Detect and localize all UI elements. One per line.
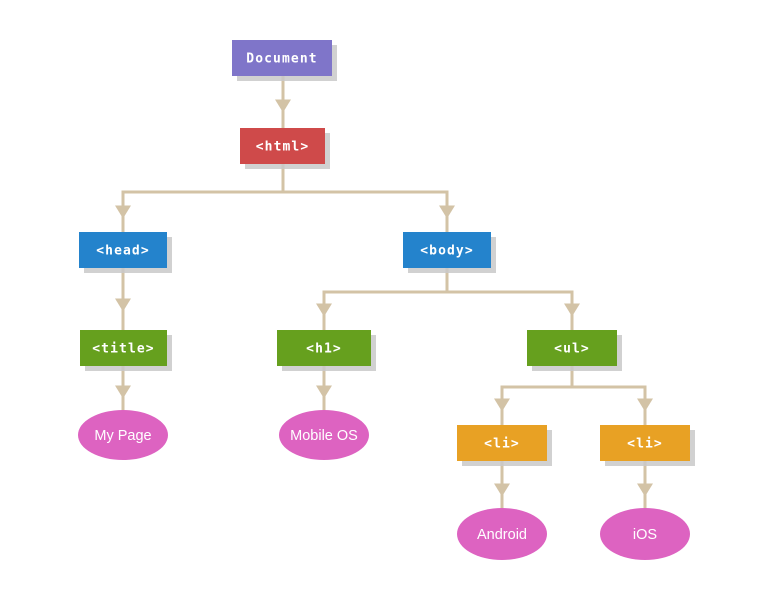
node-ul-rect[interactable] (527, 330, 617, 366)
edge-title-mypage-arrowhead (115, 385, 131, 399)
edge-html-head (115, 164, 285, 232)
node-body-rect[interactable] (403, 232, 491, 268)
edges-layer (115, 76, 653, 510)
node-ul[interactable]: <ul> (527, 330, 622, 371)
edge-document-html-arrowhead (275, 99, 291, 113)
node-text-android-ellipse[interactable] (457, 508, 547, 560)
node-text-my-page-label: My Page (94, 428, 151, 444)
edge-ul-li1-arrowhead (494, 398, 510, 412)
edge-body-h1 (316, 268, 449, 330)
node-text-ios-label: iOS (633, 527, 657, 543)
edge-li2-ios-arrowhead (637, 483, 653, 497)
edge-body-h1-arrowhead (316, 303, 332, 317)
node-document-rect[interactable] (232, 40, 332, 76)
node-li1-label: <li> (484, 437, 520, 452)
node-text-my-page[interactable]: My Page (78, 410, 168, 460)
edge-head-title (115, 268, 131, 330)
edge-li1-android-arrowhead (494, 483, 510, 497)
node-head-label: <head> (96, 244, 150, 259)
node-title-rect[interactable] (80, 330, 167, 366)
node-head-rect[interactable] (79, 232, 167, 268)
node-title-label: <title> (92, 342, 155, 357)
node-title[interactable]: <title> (80, 330, 172, 371)
edge-ul-li1 (494, 366, 574, 425)
node-text-mobile-os[interactable]: Mobile OS (279, 410, 369, 460)
node-body[interactable]: <body> (403, 232, 496, 273)
nodes-layer: Document <html> <head> <body> <title> <h1> <ul… (78, 40, 695, 560)
node-text-ios[interactable]: iOS (600, 508, 690, 560)
node-ul-label: <ul> (554, 342, 590, 357)
node-text-android[interactable]: Android (457, 508, 547, 560)
edge-li2-ios (637, 461, 653, 510)
edge-h1-mobileos (316, 366, 332, 412)
node-document-label: Document (246, 52, 317, 67)
edge-ul-li2-arrowhead (637, 398, 653, 412)
node-li2-rect[interactable] (600, 425, 690, 461)
edge-title-mypage (115, 366, 131, 412)
node-h1[interactable]: <h1> (277, 330, 376, 371)
node-h1-rect[interactable] (277, 330, 371, 366)
node-text-my-page-ellipse[interactable] (78, 410, 168, 460)
node-text-mobile-os-ellipse[interactable] (279, 410, 369, 460)
node-document[interactable]: Document (232, 40, 337, 81)
node-li2-label: <li> (627, 437, 663, 452)
edge-li1-android (494, 461, 510, 510)
edge-body-ul-arrowhead (564, 303, 580, 317)
node-text-android-label: Android (477, 527, 527, 543)
node-li1[interactable]: <li> (457, 425, 552, 466)
node-html-rect[interactable] (240, 128, 325, 164)
edge-ul-li2 (570, 366, 653, 425)
node-text-ios-ellipse[interactable] (600, 508, 690, 560)
node-li1-rect[interactable] (457, 425, 547, 461)
edge-body-ul (445, 268, 580, 330)
edge-h1-mobileos-arrowhead (316, 385, 332, 399)
edge-head-title-arrowhead (115, 298, 131, 312)
node-h1-label: <h1> (306, 342, 342, 357)
edge-html-body-arrowhead (439, 205, 455, 219)
edge-html-body (281, 164, 455, 232)
edge-html-head-arrowhead (115, 205, 131, 219)
node-html-label: <html> (256, 140, 310, 155)
node-text-mobile-os-label: Mobile OS (290, 428, 358, 444)
node-body-label: <body> (420, 244, 474, 259)
node-li2[interactable]: <li> (600, 425, 695, 466)
edge-document-html (275, 76, 291, 128)
node-head[interactable]: <head> (79, 232, 172, 273)
node-html[interactable]: <html> (240, 128, 330, 169)
